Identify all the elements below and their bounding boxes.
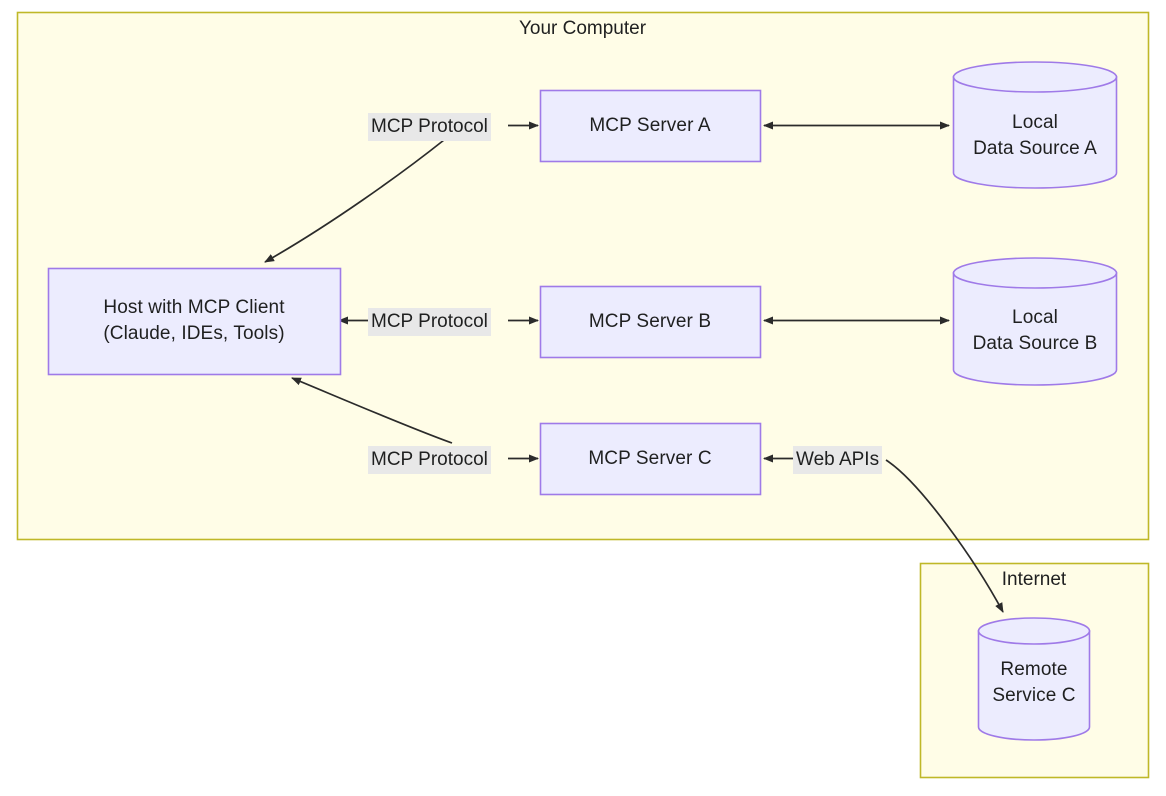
edge-server-a-to-host-curve xyxy=(264,139,445,263)
edge-server-c-to-remote-service-curve xyxy=(885,459,1004,613)
node-server-a[interactable] xyxy=(539,89,762,163)
edge-label-mcp-protocol-c: MCP Protocol xyxy=(368,446,491,474)
edge-label-mcp-protocol-a: MCP Protocol xyxy=(368,113,491,141)
edge-server-c-to-host-curve xyxy=(291,377,453,444)
node-host[interactable] xyxy=(47,267,342,376)
group-title-internet: Internet xyxy=(1001,569,1067,590)
node-remote-service-c[interactable] xyxy=(977,617,1091,741)
edge-label-mcp-protocol-b: MCP Protocol xyxy=(368,308,491,336)
node-server-c[interactable] xyxy=(539,422,762,496)
node-data-source-a[interactable] xyxy=(952,61,1118,189)
node-server-b[interactable] xyxy=(539,285,762,359)
edge-label-web-apis: Web APIs xyxy=(793,446,883,474)
group-title-your-computer: Your Computer xyxy=(518,18,647,39)
node-data-source-b[interactable] xyxy=(952,257,1118,386)
